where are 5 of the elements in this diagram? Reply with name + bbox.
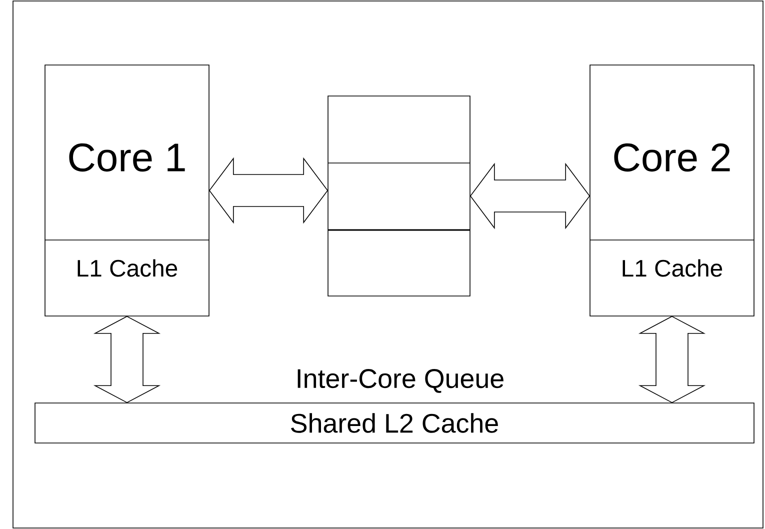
queue-caption: Inter-Core Queue [298, 369, 504, 393]
queue-box [328, 96, 470, 296]
cache-bar: Shared L2 Cache [34, 402, 754, 444]
core-box: Core 1 L1 Cache [44, 64, 210, 316]
core-box: Core 2 L1 Cache [590, 64, 754, 316]
